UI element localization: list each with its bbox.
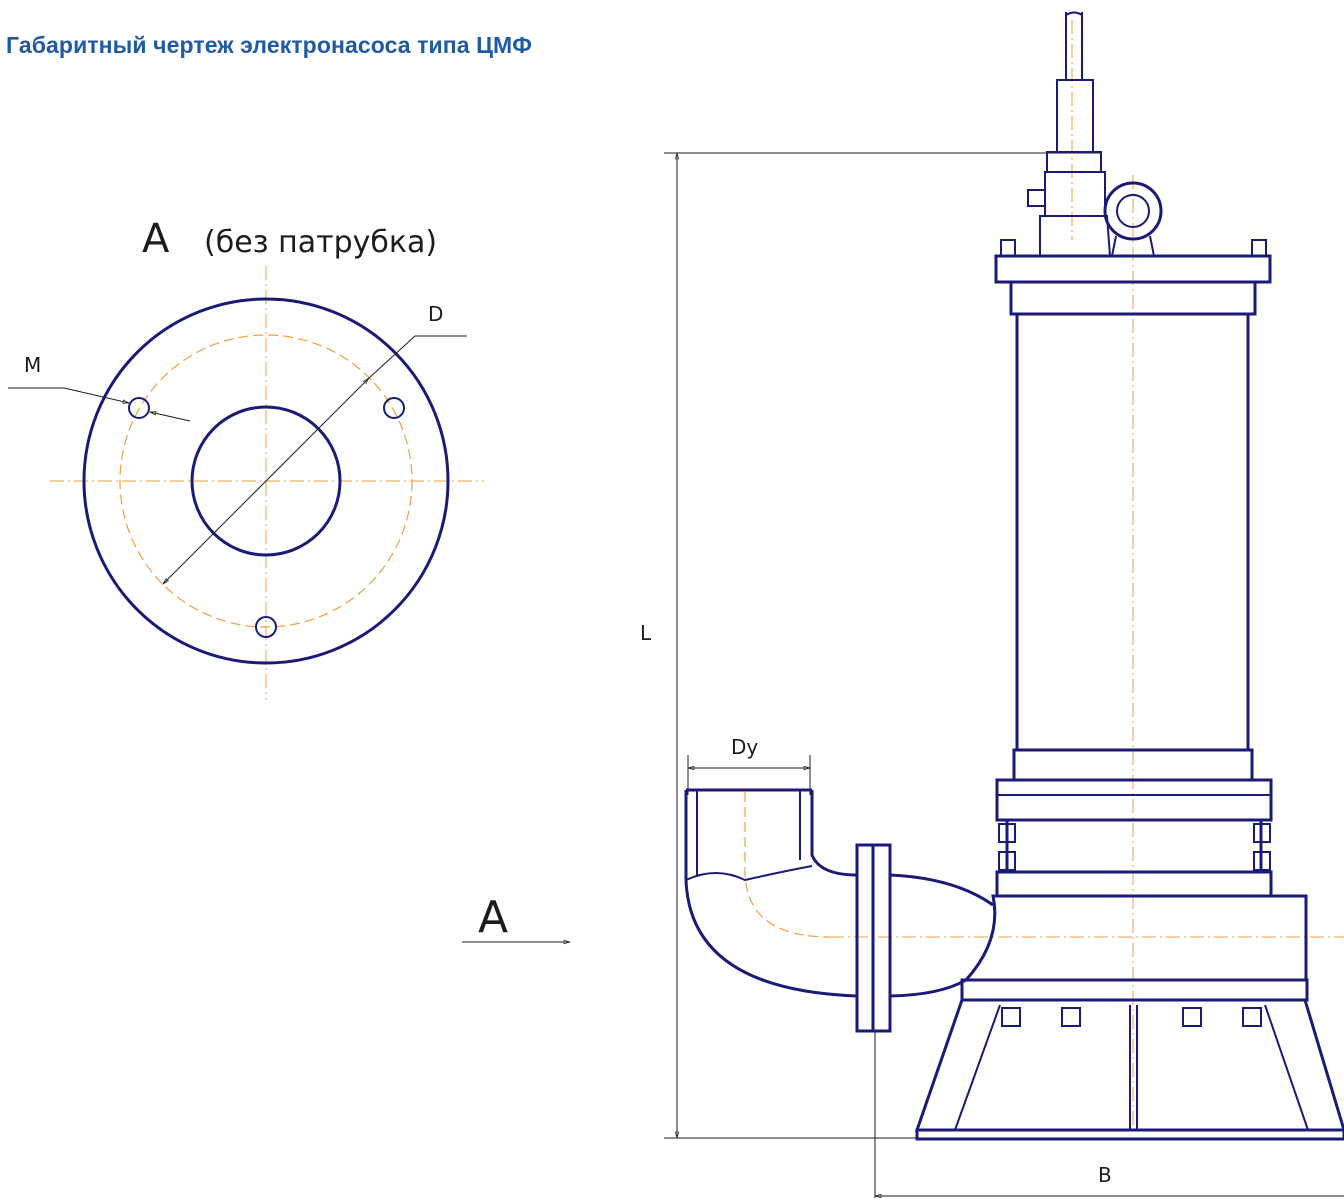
bolt-hole (255, 616, 277, 638)
view-a-flange: A (без патрубка) D M (8, 216, 484, 700)
width-b-dimension: B (873, 1030, 1344, 1199)
bolt-hole (128, 397, 150, 419)
nozzle-dy-dimension: Dy (686, 735, 812, 795)
outlet-flange-right (871, 843, 892, 1033)
stand-legs-inner (954, 1004, 1309, 1131)
mid-bolt (998, 851, 1016, 871)
flange-outer-circle (82, 297, 450, 665)
power-cable (1065, 11, 1083, 80)
seal-chamber (1005, 818, 1263, 874)
outlet-flange-left (855, 843, 875, 1033)
foot-bolt (1001, 1007, 1021, 1027)
elbow-break-line (685, 865, 813, 882)
thread-m-leader (63, 387, 131, 404)
width-b-label: B (1098, 1163, 1112, 1187)
nozzle-bend-axis (744, 792, 831, 938)
cable-housing (1044, 171, 1106, 217)
pump-side-view (684, 11, 1344, 1141)
cable-housing-lower (1039, 215, 1112, 257)
mid-bolt (1253, 823, 1271, 843)
length-l-dimension: L (640, 151, 1100, 1140)
view-a-note: (без патрубка) (204, 225, 437, 260)
cable-gland-base (1046, 151, 1102, 173)
diameter-d-label: D (428, 302, 443, 326)
lifting-eye-inner (1116, 194, 1150, 228)
foot-bolt (1242, 1007, 1262, 1027)
elbow-inner-wall (810, 790, 858, 877)
volute-casing (962, 894, 1308, 982)
elbow-outer-wall (684, 790, 858, 998)
volute-bottom-flange (960, 978, 1309, 1002)
stand-center-rib (1129, 1005, 1138, 1130)
foot-bolt (1061, 1007, 1081, 1027)
volute-outlet-top (889, 873, 994, 907)
top-bolt (1251, 239, 1267, 257)
length-l-label: L (640, 621, 652, 645)
lifting-eye-base (1111, 235, 1155, 257)
section-arrow-a: A (462, 892, 572, 945)
view-a-letter: A (142, 216, 170, 262)
diameter-d-leader (368, 335, 416, 379)
thread-m-label: M (24, 353, 41, 377)
mid-bolt (1253, 851, 1271, 871)
volute-outlet-bottom (889, 978, 967, 998)
foot-bolt (1182, 1007, 1202, 1027)
section-arrow-letter: A (478, 892, 508, 943)
bolt-circle (119, 334, 413, 628)
side-plug (1027, 189, 1046, 207)
lifting-eye-outer (1103, 181, 1163, 241)
top-bolt (1000, 239, 1016, 257)
mid-bolt (998, 823, 1016, 843)
nozzle-dy-label: Dy (731, 735, 758, 759)
bolt-hole (383, 397, 405, 419)
volute-top-flange (995, 870, 1273, 898)
cable-gland (1056, 79, 1094, 153)
drawing-title: Габаритный чертеж электронасоса типа ЦМФ (6, 32, 533, 58)
stand-base-plate (915, 1128, 1344, 1141)
thread-m-leader-2 (148, 411, 191, 422)
diameter-d-dimension (162, 377, 370, 585)
seal-flange (995, 778, 1273, 822)
elbow-thread-lines (696, 790, 801, 875)
